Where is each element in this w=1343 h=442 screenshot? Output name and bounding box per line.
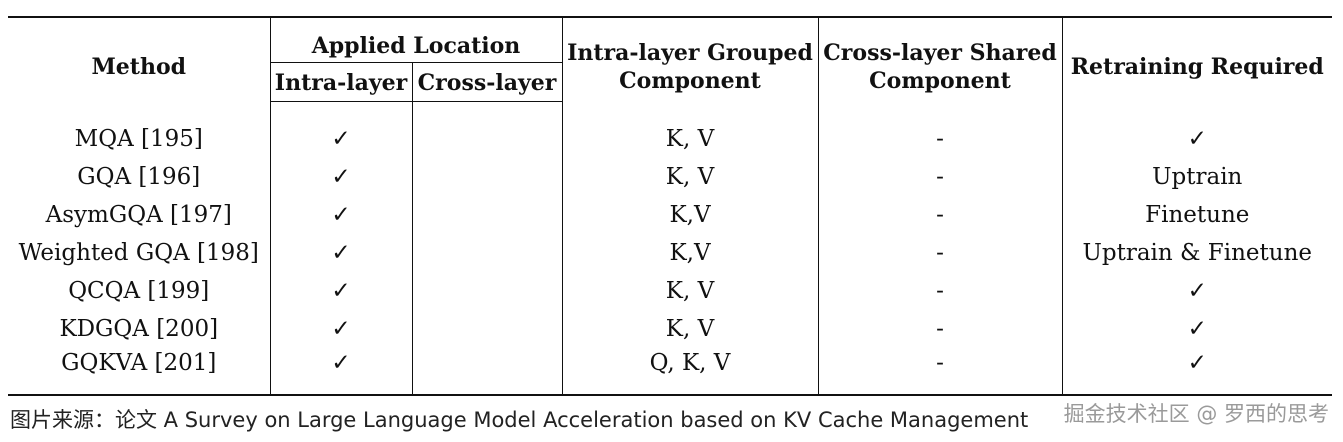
- cell-method: AsymGQA [197]: [8, 196, 271, 234]
- header-shared-component-line1: Cross-layer Shared: [823, 39, 1057, 66]
- cell-intra: ✓: [270, 158, 413, 196]
- table-row: GQKVA [201] ✓ Q, K, V - ✓: [8, 348, 1333, 396]
- header-intra-layer: Intra-layer: [270, 62, 413, 102]
- cell-cross: [412, 272, 563, 310]
- table-row: KDGQA [200] ✓ K, V - ✓: [8, 310, 1332, 348]
- cell-cross: [412, 234, 563, 272]
- cell-grouped: K, V: [562, 158, 819, 196]
- cell-retraining: Uptrain: [1152, 164, 1243, 190]
- cell-grouped: K,V: [562, 196, 819, 234]
- table-row: GQA [196] ✓ K, V - Uptrain: [8, 158, 1332, 196]
- cell-retraining: ✓: [1187, 125, 1207, 152]
- cell-shared: -: [818, 310, 1063, 348]
- comparison-table-container: Method Applied Location Intra-layer Grou…: [8, 16, 1333, 396]
- cell-grouped: K,V: [562, 234, 819, 272]
- comparison-table: Method Applied Location Intra-layer Grou…: [8, 16, 1333, 396]
- watermark: 掘金技术社区 @ 罗西的思考: [1063, 402, 1329, 426]
- cell-intra: ✓: [270, 234, 413, 272]
- cell-shared: -: [818, 158, 1063, 196]
- cell-retraining: ✓: [1187, 316, 1207, 342]
- table-row: MQA [195] ✓ K, V - ✓: [8, 101, 1332, 158]
- cell-grouped: K, V: [562, 101, 819, 158]
- header-grouped-component: Intra-layer Grouped Component: [562, 16, 819, 102]
- cell-shared: -: [818, 196, 1063, 234]
- cell-method: GQKVA [201]: [8, 348, 271, 396]
- header-applied-location: Applied Location: [270, 16, 563, 63]
- cell-method: QCQA [199]: [8, 272, 271, 310]
- cell-grouped: K, V: [562, 272, 819, 310]
- cell-shared: -: [818, 348, 1063, 396]
- header-method: Method: [8, 16, 271, 102]
- cell-shared: -: [818, 234, 1063, 272]
- header-grouped-component-line2: Component: [619, 67, 761, 94]
- cell-cross: [412, 158, 563, 196]
- cell-cross: [412, 310, 563, 348]
- cell-retraining: ✓: [1187, 278, 1207, 304]
- cell-shared: -: [818, 272, 1063, 310]
- cell-cross: [412, 196, 563, 234]
- cell-cross: [412, 348, 563, 396]
- table-row: Weighted GQA [198] ✓ K,V - Uptrain & Fin…: [8, 234, 1332, 272]
- cell-method: GQA [196]: [8, 158, 271, 196]
- header-grouped-component-line1: Intra-layer Grouped: [567, 39, 813, 66]
- cell-retraining: ✓: [1062, 348, 1333, 396]
- cell-method: Weighted GQA [198]: [8, 234, 271, 272]
- cell-method: MQA [195]: [8, 101, 271, 158]
- header-retraining: Retraining Required: [1062, 16, 1333, 102]
- cell-retraining: Finetune: [1145, 202, 1250, 228]
- header-shared-component-line2: Component: [869, 67, 1011, 94]
- cell-intra: ✓: [270, 348, 413, 396]
- cell-shared: -: [818, 101, 1063, 158]
- cell-grouped: Q, K, V: [562, 348, 819, 396]
- cell-cross: [412, 101, 563, 158]
- cell-method: KDGQA [200]: [8, 310, 271, 348]
- header-cross-layer: Cross-layer: [412, 62, 563, 102]
- table-row: AsymGQA [197] ✓ K,V - Finetune: [8, 196, 1332, 234]
- header-shared-component: Cross-layer Shared Component: [818, 16, 1063, 102]
- image-source-caption: 图片来源：论文 A Survey on Large Language Model…: [10, 408, 1029, 432]
- table-header: Method Applied Location Intra-layer Grou…: [8, 16, 1333, 102]
- table-body: MQA [195] ✓ K, V - ✓ GQA [196] ✓ K, V - …: [8, 101, 1333, 396]
- cell-intra: ✓: [270, 310, 413, 348]
- table-row: QCQA [199] ✓ K, V - ✓: [8, 272, 1332, 310]
- cell-grouped: K, V: [562, 310, 819, 348]
- cell-retraining: Uptrain & Finetune: [1082, 240, 1313, 266]
- cell-intra: ✓: [270, 101, 413, 158]
- cell-intra: ✓: [270, 196, 413, 234]
- cell-intra: ✓: [270, 272, 413, 310]
